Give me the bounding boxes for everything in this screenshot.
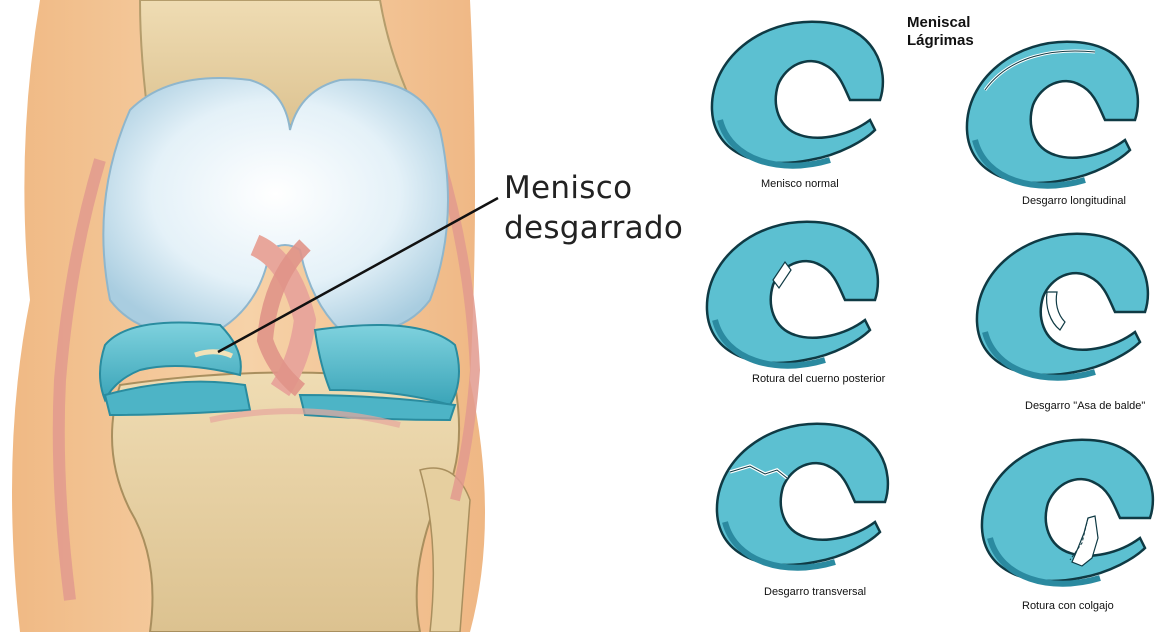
meniscus-flap-icon <box>970 428 1172 608</box>
meniscus-shape <box>982 440 1153 581</box>
caption-desgarro-asa-de-balde: Desgarro "Asa de balde" <box>1025 400 1145 412</box>
meniscus-shape <box>977 234 1148 375</box>
bucket-handle-tear <box>1047 292 1065 330</box>
meniscus-posterior-horn-icon <box>695 210 915 390</box>
torn-meniscus-callout: Menisco desgarrado <box>504 168 683 248</box>
meniscus-shape <box>967 42 1138 183</box>
meniscus-longitudinal-icon <box>955 30 1172 210</box>
meniscus-shape <box>712 22 883 163</box>
tear-card-flap <box>970 428 1172 628</box>
caption-desgarro-transversal: Desgarro transversal <box>764 586 866 598</box>
caption-rotura-con-colgajo: Rotura con colgajo <box>1022 600 1114 612</box>
knee-anatomy-drawing <box>0 0 700 632</box>
tear-card-transverse <box>705 412 925 612</box>
knee-illustration <box>0 0 700 632</box>
callout-line-1: Menisco <box>504 168 683 208</box>
meniscus-bucket-handle-icon <box>965 222 1172 402</box>
meniscus-transverse-icon <box>705 412 925 592</box>
meniscus-normal-icon <box>700 10 920 190</box>
caption-desgarro-longitudinal: Desgarro longitudinal <box>1022 195 1126 207</box>
meniscus-shape <box>707 222 878 363</box>
callout-line-2: desgarrado <box>504 208 683 248</box>
caption-rotura-cuerno-posterior: Rotura del cuerno posterior <box>752 373 885 385</box>
meniscus-shape <box>717 424 888 565</box>
tear-card-bucket-handle <box>965 222 1172 422</box>
caption-menisco-normal: Menisco normal <box>761 178 839 190</box>
